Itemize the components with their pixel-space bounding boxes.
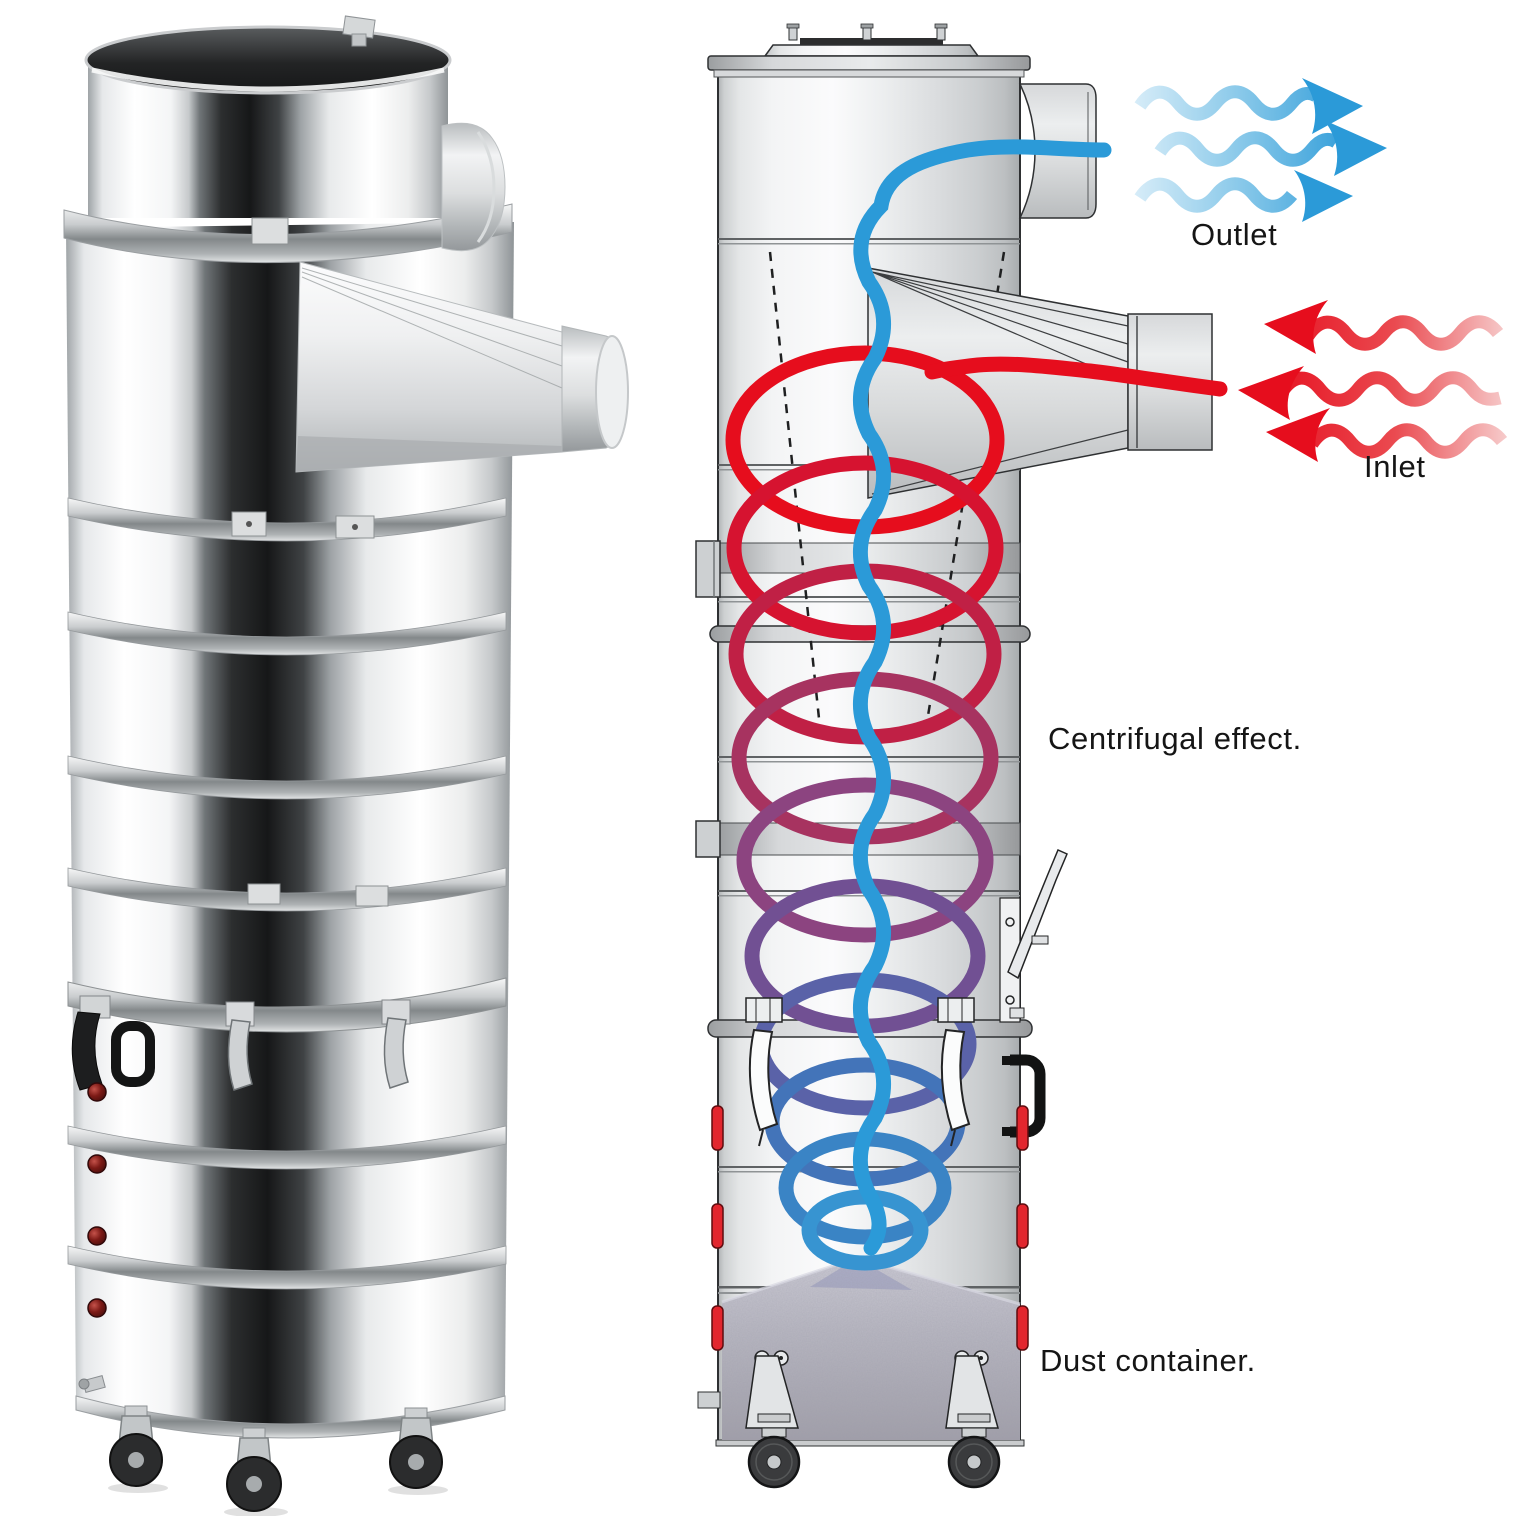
latch-lever <box>383 1017 409 1089</box>
carry-handle <box>111 1021 155 1087</box>
caster-wheel <box>388 1407 448 1495</box>
top-drum <box>88 60 448 218</box>
outlet-stub <box>441 122 506 252</box>
drain-fitting <box>78 1375 106 1393</box>
flange-band <box>63 203 513 264</box>
caster-wheel <box>108 1405 168 1493</box>
caster-wheel <box>945 1350 1001 1489</box>
arrowhead-left-icon <box>1266 408 1330 462</box>
arrowhead-right-icon <box>1294 170 1353 222</box>
cap-bolt <box>786 23 800 41</box>
top-rim-clamp <box>342 15 376 47</box>
arrowhead-right-icon <box>1302 78 1363 134</box>
toggle-latch-left <box>745 997 783 1147</box>
arrowhead-left-icon <box>1264 300 1328 354</box>
hatch-plate <box>999 849 1068 1023</box>
caster-wheel <box>224 1427 288 1516</box>
top-cap <box>707 23 1031 78</box>
latch-lever <box>227 1019 253 1091</box>
toggle-latch-right <box>937 997 975 1147</box>
container-handle <box>1002 1054 1046 1138</box>
dust-container-label: Dust container. <box>1040 1343 1256 1378</box>
outlet-arrows <box>1134 78 1387 222</box>
arrowhead-right-icon <box>1324 120 1387 176</box>
top-rim-highlight <box>91 67 445 92</box>
inlet-flow-line <box>924 356 1228 397</box>
latch-ring <box>67 977 507 1091</box>
support-arm <box>1007 849 1068 980</box>
inlet-label: Inlet <box>1364 449 1426 484</box>
inlet-arrows <box>1238 300 1508 462</box>
caster-wheel <box>745 1350 801 1489</box>
outlet-label: Outlet <box>1191 217 1278 252</box>
product-photo <box>63 15 629 1516</box>
top-rim <box>84 25 452 95</box>
flange-bracket <box>251 217 289 245</box>
cap-bolt <box>860 23 874 41</box>
cap-bolt <box>934 23 948 41</box>
arrowhead-left-icon <box>1238 366 1304 420</box>
centrifugal-effect-label: Centrifugal effect. <box>1048 721 1302 756</box>
inlet-cone-opening <box>595 335 629 449</box>
airflow-schematic <box>695 23 1508 1489</box>
side-mount-tabs <box>695 540 721 1409</box>
indicator-dots <box>87 1082 107 1318</box>
inlet-cone-duct <box>295 261 629 473</box>
indicator-strips <box>711 1105 1029 1351</box>
outlet-flow-line <box>852 139 1112 1256</box>
bottom-rim <box>75 1395 506 1439</box>
barrel-bands <box>67 497 507 1290</box>
